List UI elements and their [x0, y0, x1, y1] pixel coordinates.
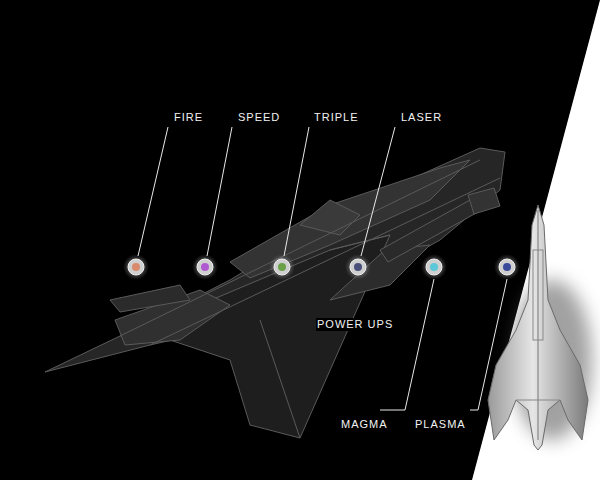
leader-lines	[138, 127, 507, 410]
ship-top-view	[488, 205, 592, 450]
callout-label: TRIPLE	[313, 111, 360, 124]
power-up-orbs	[123, 254, 520, 280]
white-panel	[472, 0, 600, 480]
ship-side-view	[45, 148, 505, 438]
callout-label: FIRE	[173, 111, 204, 124]
callout-label: SPEED	[237, 111, 281, 124]
callout-label: LASER	[400, 111, 443, 124]
callout-label: MAGMA	[340, 418, 389, 431]
callout-label: PLASMA	[414, 418, 467, 431]
group-label: POWER UPS	[316, 318, 394, 331]
